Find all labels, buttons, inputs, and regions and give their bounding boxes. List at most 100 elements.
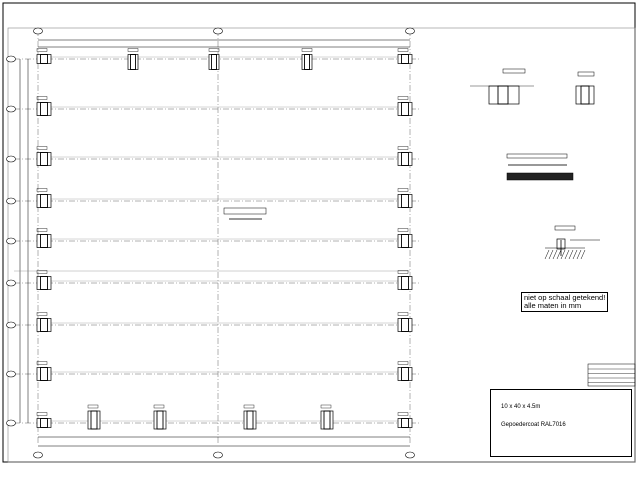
grid-bubble — [6, 370, 16, 378]
title-block: 10 x 40 x 4.5m Gepoedercoat RAL7016 — [490, 389, 632, 457]
column-profile — [40, 318, 48, 332]
grid-bubble — [213, 27, 223, 35]
column-profile — [401, 102, 409, 116]
base-plate — [397, 418, 413, 428]
label-tag — [36, 312, 48, 316]
base-plate — [36, 102, 52, 116]
anchor-label — [554, 225, 576, 231]
base-plate — [397, 194, 413, 208]
column-profile — [401, 194, 409, 208]
base-plate — [36, 418, 52, 428]
grid-bubble — [6, 237, 16, 245]
label-tag — [397, 270, 409, 274]
label-tag — [36, 412, 48, 416]
label-tag — [397, 412, 409, 416]
title-block-coating: Gepoedercoat RAL7016 — [501, 422, 566, 428]
label-tag — [87, 404, 99, 409]
label-tag — [36, 188, 48, 192]
note-box — [506, 153, 568, 159]
base-plate — [301, 54, 313, 70]
column-profile — [304, 54, 310, 70]
column-profile — [401, 276, 409, 290]
label-tag — [397, 96, 409, 100]
label-tag — [36, 361, 48, 365]
label-tag — [397, 188, 409, 192]
column-profile — [40, 102, 48, 116]
scale-note: niet op schaal getekend! alle maten in m… — [521, 292, 609, 312]
grid-bubble — [6, 155, 16, 163]
label-tag — [243, 404, 255, 409]
detail-label-1 — [502, 68, 526, 74]
label-tag — [397, 48, 409, 52]
base-plate — [397, 152, 413, 166]
ground-hatch — [560, 249, 566, 260]
label-tag — [397, 361, 409, 365]
label-tag — [36, 228, 48, 232]
base-plate — [36, 276, 52, 290]
base-plate — [397, 102, 413, 116]
scale-note-line2: alle maten in mm — [524, 301, 582, 310]
column-profile — [40, 276, 48, 290]
column-profile — [401, 318, 409, 332]
label-tag — [36, 48, 48, 52]
column-profile — [130, 54, 136, 70]
column-profile — [401, 54, 409, 64]
grid-bubble — [6, 321, 16, 329]
column-profile — [40, 418, 48, 428]
base-plate — [397, 276, 413, 290]
base-plate — [87, 410, 101, 430]
base-plate — [36, 318, 52, 332]
ground-hatch — [564, 249, 570, 260]
base-plate — [208, 54, 220, 70]
center-note-box — [223, 207, 267, 215]
column-profile — [246, 410, 254, 430]
column-profile — [401, 234, 409, 248]
label-tag — [127, 48, 139, 52]
ground-hatch — [568, 249, 574, 260]
base-plate — [397, 234, 413, 248]
detail-plate-2 — [575, 85, 595, 105]
column-profile — [156, 410, 164, 430]
label-tag — [320, 404, 332, 409]
base-plate — [127, 54, 139, 70]
label-tag — [397, 312, 409, 316]
grid-bubble — [6, 279, 16, 287]
grid-bubble — [6, 55, 16, 63]
label-tag — [397, 146, 409, 150]
label-tag — [153, 404, 165, 409]
note-box-filled — [506, 172, 574, 181]
base-plate — [36, 152, 52, 166]
title-block-dimensions: 10 x 40 x 4.5m — [501, 404, 541, 410]
base-plate — [397, 367, 413, 381]
detail-label-2 — [577, 71, 595, 77]
grid-bubble — [405, 451, 415, 459]
grid-bubble — [6, 105, 16, 113]
base-plate — [36, 234, 52, 248]
base-plate — [36, 194, 52, 208]
ground-hatch — [552, 249, 558, 260]
grid-bubble — [33, 27, 43, 35]
column-profile — [40, 234, 48, 248]
label-tag — [397, 228, 409, 232]
inner-border — [7, 27, 636, 463]
column-profile — [323, 410, 331, 430]
revision-block — [587, 363, 636, 387]
detail-column-1 — [497, 85, 509, 105]
column-profile — [401, 367, 409, 381]
grid-bubble — [405, 27, 415, 35]
detail-plate-1 — [488, 85, 520, 105]
column-profile — [40, 54, 48, 64]
grid-bubble — [33, 451, 43, 459]
column-profile — [40, 194, 48, 208]
label-tag — [36, 146, 48, 150]
label-tag — [36, 270, 48, 274]
grid-bubble — [6, 419, 16, 427]
label-tag — [36, 96, 48, 100]
ground-hatch — [548, 249, 554, 260]
column-profile — [401, 418, 409, 428]
base-plate — [243, 410, 257, 430]
column-profile — [211, 54, 217, 70]
ground-hatch — [576, 249, 582, 260]
column-profile — [40, 152, 48, 166]
base-plate — [36, 367, 52, 381]
